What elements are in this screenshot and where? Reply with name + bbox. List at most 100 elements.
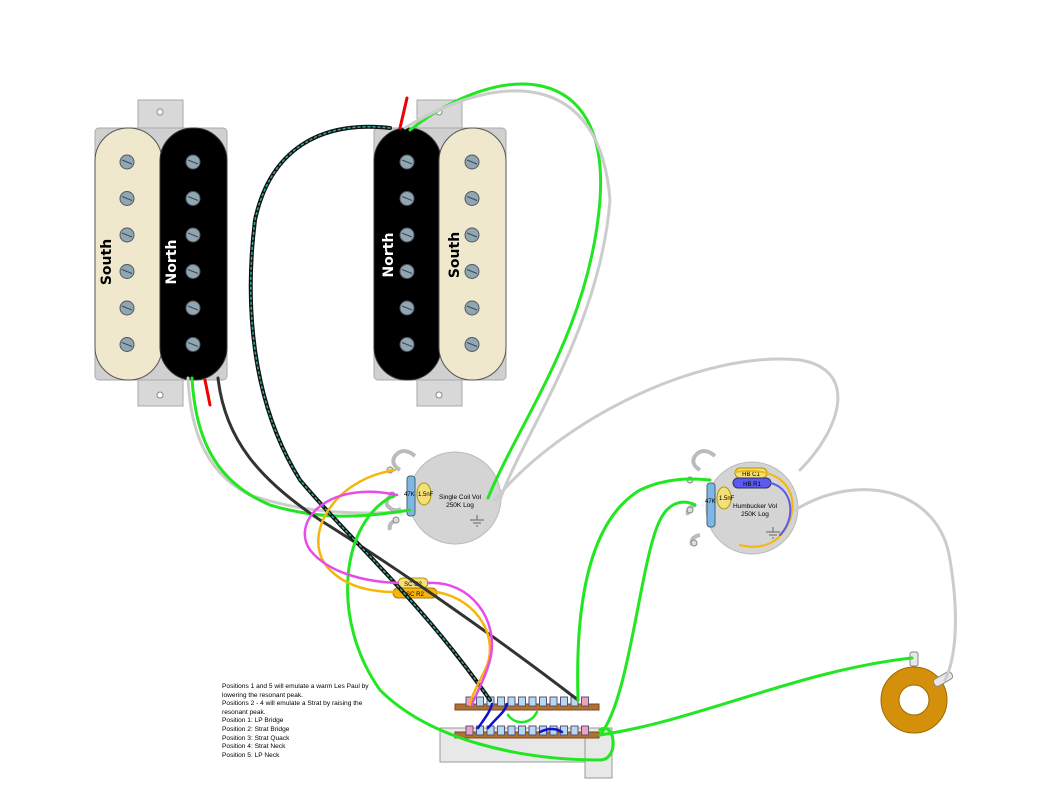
hb-pot-label-1: Humbucker Vol [733, 503, 778, 510]
pole-slot [187, 232, 199, 238]
magenta-wire-2 [426, 581, 494, 707]
hb-blue-wire [770, 482, 792, 536]
sc-cap-label: 1.5nF [418, 492, 434, 498]
note-line: Position 5: LP Neck [222, 751, 280, 759]
pole-slot [187, 305, 199, 311]
yellow-wire-2 [435, 590, 492, 707]
switch-to-jack-green-wire [598, 656, 914, 737]
bridge-coil-right-label: South [447, 232, 463, 278]
bridge-coil-left-label: North [381, 233, 397, 278]
hb-cap [716, 486, 732, 510]
sc-lug-3 [392, 516, 400, 524]
neck-pickup: South North [94, 99, 228, 407]
switch-lug [570, 725, 579, 736]
pole-slot [187, 196, 199, 201]
bridge-coil-south [438, 127, 507, 381]
pole-slot [401, 232, 413, 238]
hb-resistor-label: 47K [705, 499, 716, 505]
hb-resistor [706, 482, 716, 528]
bridge-red-wire [398, 96, 409, 130]
pole-slot [401, 196, 413, 201]
sc-resistor [406, 475, 416, 517]
neck-pole-pieces-left [119, 154, 135, 352]
pole-slot [187, 159, 199, 165]
sc-r2-label: SC R2 [406, 592, 424, 598]
note-line: Positions 1 and 5 will emulate a warm Le… [222, 683, 369, 699]
switch-lug [518, 725, 526, 736]
sc-ground-symbol [470, 515, 484, 527]
hb-cap-label: 1.5nF [719, 496, 735, 502]
pole-slot [466, 342, 478, 347]
hb-c1-label: HB C1 [742, 472, 760, 478]
neck-coil-right-label: North [164, 240, 180, 285]
jack-hole [898, 684, 930, 716]
switch-lug [465, 725, 474, 736]
hb-ground-symbol [766, 527, 780, 539]
switch-lugs-bottom [465, 725, 589, 736]
switch-lug [518, 696, 526, 707]
sc-resistor-label: 47K [404, 492, 415, 498]
switch-lug [476, 696, 484, 707]
note-line: Position 1: LP Bridge [222, 717, 284, 725]
pole-slot [401, 342, 413, 347]
neck-coil-left-label: South [99, 239, 115, 285]
wiring-notes: Positions 1 and 5 will emulate a warm Le… [222, 683, 372, 760]
switch-lug [581, 696, 589, 707]
hb-lug-2 [686, 506, 694, 514]
pole-slot [121, 232, 133, 238]
bridge-pickup: North South [373, 99, 507, 407]
humbucker-volume-pot: 47K 1.5nF HB C1 HB R1 Humbucker Vol 250K… [685, 449, 799, 555]
note-line: Position 2: Strat Bridge [222, 725, 290, 733]
pole-slot [121, 269, 133, 274]
magenta-wire-1 [303, 490, 400, 585]
switch-green-jumper [506, 710, 539, 724]
hb-to-jack-grey-wire [793, 488, 957, 682]
switch-blue-jumper-2 [486, 702, 509, 730]
note-line: Positions 2 - 4 will emulate a Strat by … [222, 700, 363, 716]
switch-lug [528, 725, 537, 736]
switch-lug [507, 696, 516, 707]
bridge-grey-wire [403, 89, 612, 502]
output-jack [880, 651, 954, 734]
note-line: Position 4: Strat Neck [222, 743, 286, 751]
switch-to-hb-green-wire-2 [598, 500, 697, 737]
hb-r1-label: HB R1 [743, 482, 761, 488]
pole-slot [401, 269, 413, 274]
wires [186, 82, 957, 762]
sc-pot-label-1: Single Coil Vol [439, 494, 481, 501]
switch-to-hb-green-wire [576, 477, 712, 702]
switch-blue-jumper-3 [538, 727, 564, 734]
switch-lug [581, 725, 589, 736]
sc-pot-label-2: 250K Log [446, 502, 474, 509]
pole-slot [121, 159, 133, 165]
pole-slot [187, 342, 199, 347]
switch-blue-jumper-1 [476, 702, 494, 730]
bridge-pole-pieces-right [464, 154, 480, 352]
sc-to-hb-grey-wire [493, 357, 840, 502]
sc-c2-label: SC C2 [404, 582, 422, 588]
bridge-pole-pieces-left [399, 154, 415, 352]
pole-slot [121, 305, 133, 311]
neck-green-wire [190, 376, 412, 518]
single-coil-volume-pot: 47K 1.5nF Single Coil Vol 250K Log [384, 449, 502, 545]
neck-black-wire [216, 376, 580, 702]
neck-red-wire [203, 378, 212, 407]
five-way-switch [439, 696, 613, 779]
pole-slot [466, 269, 478, 274]
switch-lug [560, 696, 568, 707]
pole-slot [466, 196, 478, 201]
hb-lug-3 [690, 539, 698, 547]
pole-slot [401, 305, 413, 311]
switch-lug [507, 725, 516, 736]
switch-lug [497, 696, 505, 707]
neck-mount-hole-bottom [156, 391, 164, 399]
pole-slot [466, 232, 478, 238]
switch-upper-rail [454, 703, 600, 711]
bridge-mount-hole-bottom [435, 391, 443, 399]
switch-lug [528, 696, 537, 707]
pole-slot [187, 269, 199, 274]
neck-mount-hole-top [156, 108, 164, 116]
yellow-wire-1 [317, 468, 397, 594]
sc-cap [416, 482, 432, 506]
